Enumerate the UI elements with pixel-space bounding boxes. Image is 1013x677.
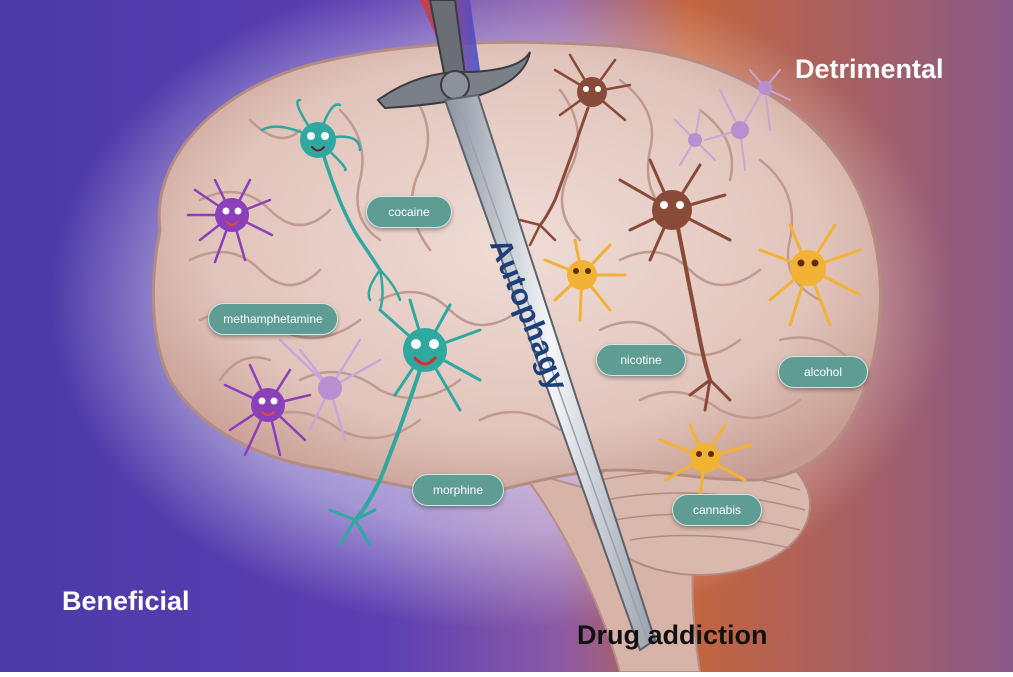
neuron-icon xyxy=(674,69,791,171)
neuron-icon xyxy=(618,158,732,412)
neuron-icon xyxy=(518,53,632,247)
drug-label-nicotine: nicotine xyxy=(596,344,686,376)
sword-icon xyxy=(376,0,657,652)
neuron-icon xyxy=(328,298,482,547)
drug-label-methamphetamine: methamphetamine xyxy=(208,303,338,335)
astrocyte-icon xyxy=(543,238,627,322)
drug-addiction-label: Drug addiction xyxy=(577,620,768,650)
astrocyte-icon xyxy=(758,223,862,327)
microglia-icon xyxy=(223,363,312,457)
astrocyte-icon xyxy=(658,423,752,497)
neuron-icon xyxy=(260,98,402,312)
neuron-icon xyxy=(278,338,382,442)
detrimental-label: Detrimental xyxy=(795,54,944,84)
drug-label-cannabis: cannabis xyxy=(672,494,762,526)
beneficial-label: Beneficial xyxy=(62,586,190,616)
drug-label-morphine: morphine xyxy=(412,474,504,506)
drug-label-alcohol: alcohol xyxy=(778,356,868,388)
microglia-icon xyxy=(186,178,274,264)
drug-label-cocaine: cocaine xyxy=(366,196,452,228)
